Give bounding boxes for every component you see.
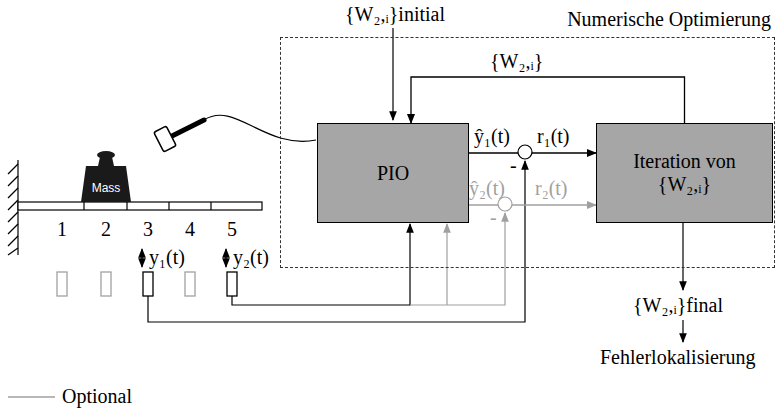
signal-label: ŷ₂(t) (469, 177, 505, 200)
beam (18, 202, 262, 210)
process-box: PIO (317, 123, 469, 223)
sensors (57, 272, 237, 296)
legend-line-sample (8, 396, 55, 398)
summing-point (518, 145, 532, 159)
legend-text: Optional (62, 385, 132, 408)
signal-label: r₁(t) (537, 125, 570, 148)
signal-label: y₂(t) (233, 246, 269, 269)
parameter-label: {W₂,ᵢ}initial (345, 3, 445, 26)
position-number: 1 (57, 218, 67, 241)
feedback-connector (411, 77, 685, 123)
optional-connector (469, 204, 596, 205)
impulse-hammer (154, 115, 316, 152)
region-heading: Numerische Optimierung (567, 8, 771, 31)
parameter-label: {W₂,ᵢ}final (633, 294, 723, 317)
minus-sign: - (490, 206, 497, 229)
node-label: PIO (377, 162, 409, 185)
node-label: Iteration von {W₂,ᵢ} (615, 150, 755, 196)
signal-label: y₁(t) (149, 246, 185, 269)
displacement-arrow (225, 249, 226, 267)
process-box: Iteration von {W₂,ᵢ} (596, 123, 773, 223)
displacement-arrow (141, 249, 142, 267)
position-number: 2 (101, 218, 111, 241)
wall (8, 160, 18, 255)
summing-point (498, 197, 512, 211)
position-number: 3 (143, 218, 153, 241)
edge-label: {W₂,ᵢ} (490, 50, 543, 73)
minus-sign: - (510, 154, 517, 177)
result-label: Fehlerlokalisierung (600, 346, 756, 369)
position-number: 5 (227, 218, 237, 241)
node-label: Mass (78, 182, 134, 196)
signal-label: ŷ₁(t) (474, 125, 510, 148)
position-number: 4 (185, 218, 195, 241)
signal-label: r₂(t) (535, 177, 568, 200)
mass-weight: Mass (78, 150, 134, 202)
